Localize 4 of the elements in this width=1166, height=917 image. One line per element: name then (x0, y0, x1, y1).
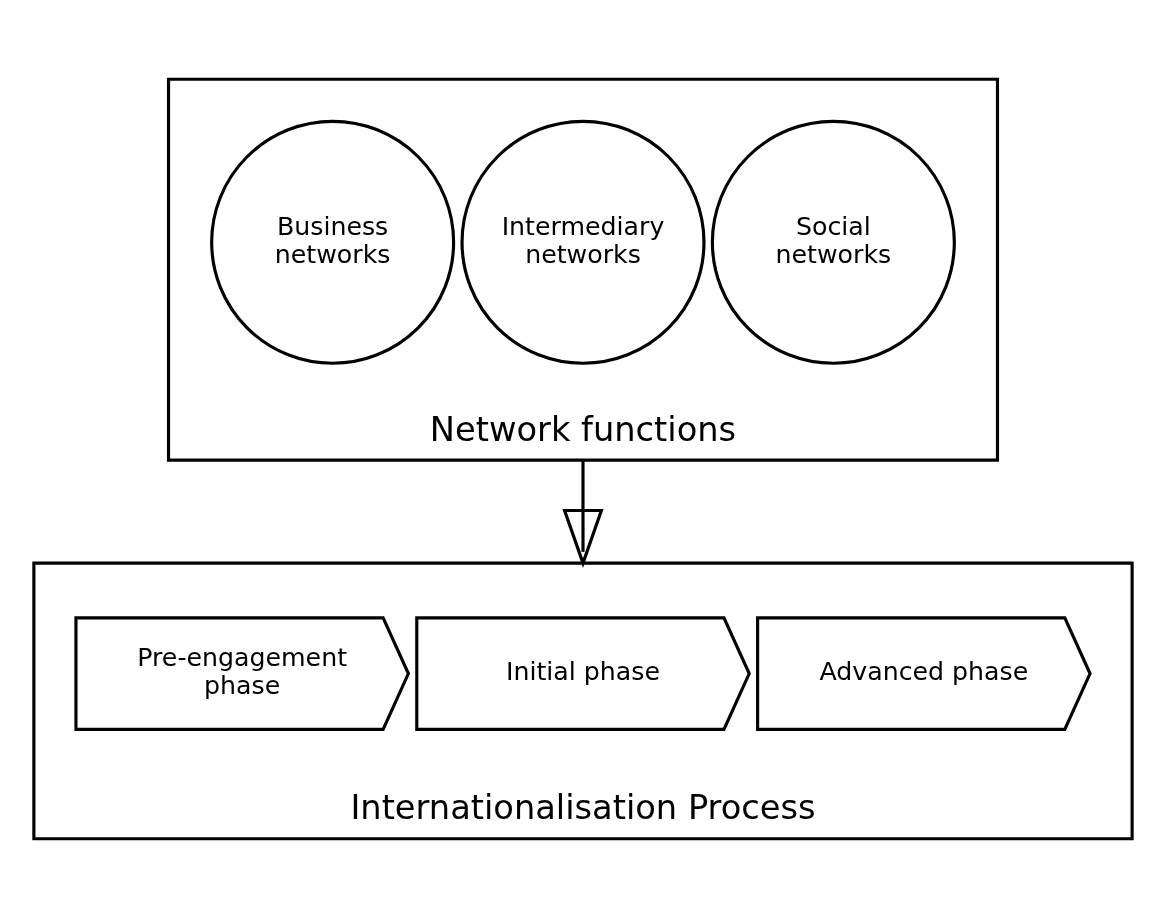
node-circle: Intermediary networks (460, 119, 706, 365)
node-circle: Social networks (710, 119, 956, 365)
node-circle: Business networks (210, 119, 456, 365)
arrow (562, 459, 604, 568)
